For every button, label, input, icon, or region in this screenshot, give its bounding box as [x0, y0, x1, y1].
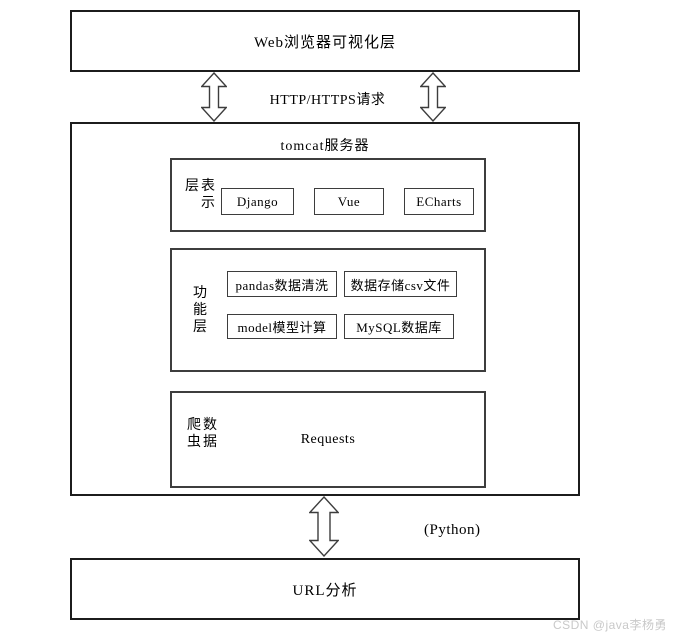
echarts-node: ECharts — [404, 188, 474, 215]
model-compute-node: model模型计算 — [227, 314, 337, 339]
requests-node: Requests — [300, 431, 356, 447]
web-browser-layer-label: Web浏览器可视化层 — [253, 34, 397, 51]
tomcat-server-box: tomcat服务器 表示层 Django Vue ECharts 功能层 pan… — [70, 122, 580, 496]
pandas-cleaning-node: pandas数据清洗 — [227, 271, 337, 297]
crawler-layer-label: 数据爬虫 — [185, 416, 216, 451]
csdn-watermark: CSDN @java李杨勇 — [552, 618, 667, 632]
function-layer-label: 功能层 — [191, 284, 206, 336]
tomcat-server-title: tomcat服务器 — [280, 139, 370, 154]
vue-node: Vue — [314, 188, 384, 215]
presentation-layer-label: 表示层 — [183, 177, 214, 212]
double-arrow-icon — [309, 496, 339, 557]
mysql-database-node: MySQL数据库 — [344, 314, 454, 339]
url-analysis-box: URL分析 — [70, 558, 580, 620]
function-layer-box: 功能层 pandas数据清洗 数据存储csv文件 model模型计算 MySQL… — [170, 248, 486, 372]
python-label: (Python) — [424, 522, 481, 538]
double-arrow-icon — [201, 72, 227, 122]
http-request-label: HTTP/HTTPS请求 — [269, 93, 386, 108]
django-node: Django — [221, 188, 294, 215]
presentation-layer-box: 表示层 Django Vue ECharts — [170, 158, 486, 232]
crawler-layer-box: 数据爬虫 Requests — [170, 391, 486, 488]
web-browser-layer-box: Web浏览器可视化层 — [70, 10, 580, 72]
csv-storage-node: 数据存储csv文件 — [344, 271, 457, 297]
url-analysis-label: URL分析 — [292, 582, 358, 599]
double-arrow-icon — [420, 72, 446, 122]
